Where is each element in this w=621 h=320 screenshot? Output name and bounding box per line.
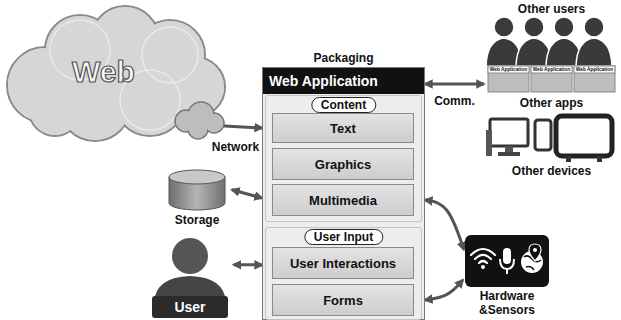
- external-parties-group: Other usersOther appsOther devices: [482, 0, 621, 180]
- node-text: Graphics: [315, 157, 371, 172]
- other-users-figures: [486, 17, 612, 66]
- double-arrow: [234, 263, 262, 266]
- node-text: Packaging: [243, 51, 444, 65]
- node-text: Web: [72, 55, 135, 89]
- group-heading: Content: [311, 97, 376, 113]
- web-application-panel: PackagingWeb ApplicationContentTextGraph…: [262, 67, 425, 320]
- content-box: Multimedia: [272, 184, 414, 216]
- web-cloud: Web: [0, 5, 235, 142]
- node-text: Storage: [158, 213, 236, 227]
- content-box: Text: [272, 113, 414, 143]
- node-text: Other apps: [482, 96, 621, 110]
- input-box: Forms: [272, 284, 414, 316]
- screen-caption: Web Application: [574, 66, 615, 73]
- hardware-sensors-box: Hardware &Sensors: [462, 232, 552, 320]
- double-arrow: [425, 82, 484, 85]
- node-text: Forms: [323, 293, 363, 308]
- input-box: User Interactions: [272, 247, 414, 279]
- node-text: User Interactions: [290, 256, 396, 271]
- storage-cylinder: Storage: [164, 168, 230, 232]
- double-arrow: [425, 200, 464, 250]
- other-devices-figures: [486, 116, 612, 162]
- user-input-group: User InputUser InteractionsForms: [265, 227, 422, 320]
- node-text: Other devices: [482, 164, 621, 178]
- node-text: Text: [330, 121, 356, 136]
- double-arrow: [425, 280, 463, 300]
- node-text: Web Application: [263, 68, 424, 94]
- connector-label: Comm.: [433, 94, 476, 108]
- double-arrow: [232, 190, 262, 198]
- node-text: Other users: [482, 2, 621, 16]
- node-text: Multimedia: [309, 193, 377, 208]
- connector-label: Network: [211, 140, 260, 154]
- user-figure: User: [148, 232, 232, 318]
- group-heading: User Input: [304, 229, 383, 245]
- content-group: ContentTextGraphicsMultimedia: [265, 95, 422, 222]
- other-apps-screens: [488, 66, 615, 92]
- screen-caption: Web Application: [488, 66, 529, 73]
- node-text: User: [152, 296, 228, 318]
- content-box: Graphics: [272, 148, 414, 180]
- node-text: Hardware &Sensors: [474, 289, 540, 317]
- screen-caption: Web Application: [531, 66, 572, 73]
